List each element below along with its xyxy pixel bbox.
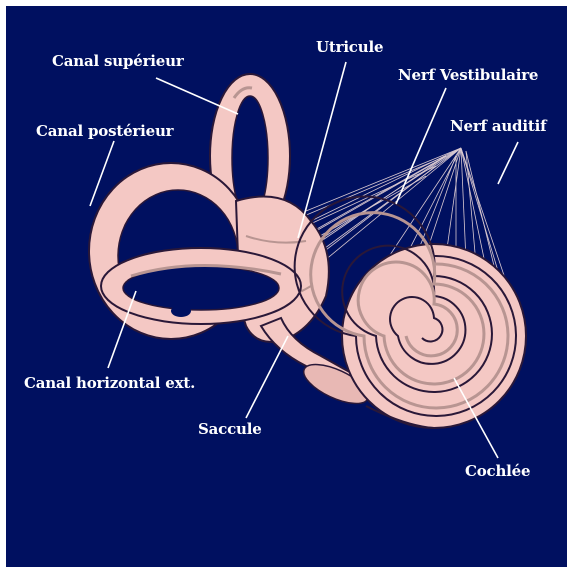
inner-ear-diagram: Canal supérieur Canal postérieur Utricul…	[6, 6, 567, 567]
label-cochlee: Cochlée	[465, 464, 530, 479]
canal-horizontal-shape	[101, 248, 301, 324]
label-utricule: Utricule	[316, 40, 383, 55]
label-canal-horizontal: Canal horizontal ext.	[24, 376, 195, 391]
label-nerf-auditif: Nerf auditif	[450, 119, 546, 134]
diagram-drawing	[6, 6, 567, 567]
leader-saccule	[246, 336, 288, 418]
label-nerf-vestibulaire: Nerf Vestibulaire	[398, 68, 538, 83]
label-saccule: Saccule	[198, 422, 262, 437]
label-canal-superieur: Canal supérieur	[52, 54, 184, 69]
leader-nerf-auditif	[498, 142, 518, 184]
label-canal-posterieur: Canal postérieur	[36, 124, 173, 139]
leader-nerf-vestibulaire	[396, 88, 446, 204]
